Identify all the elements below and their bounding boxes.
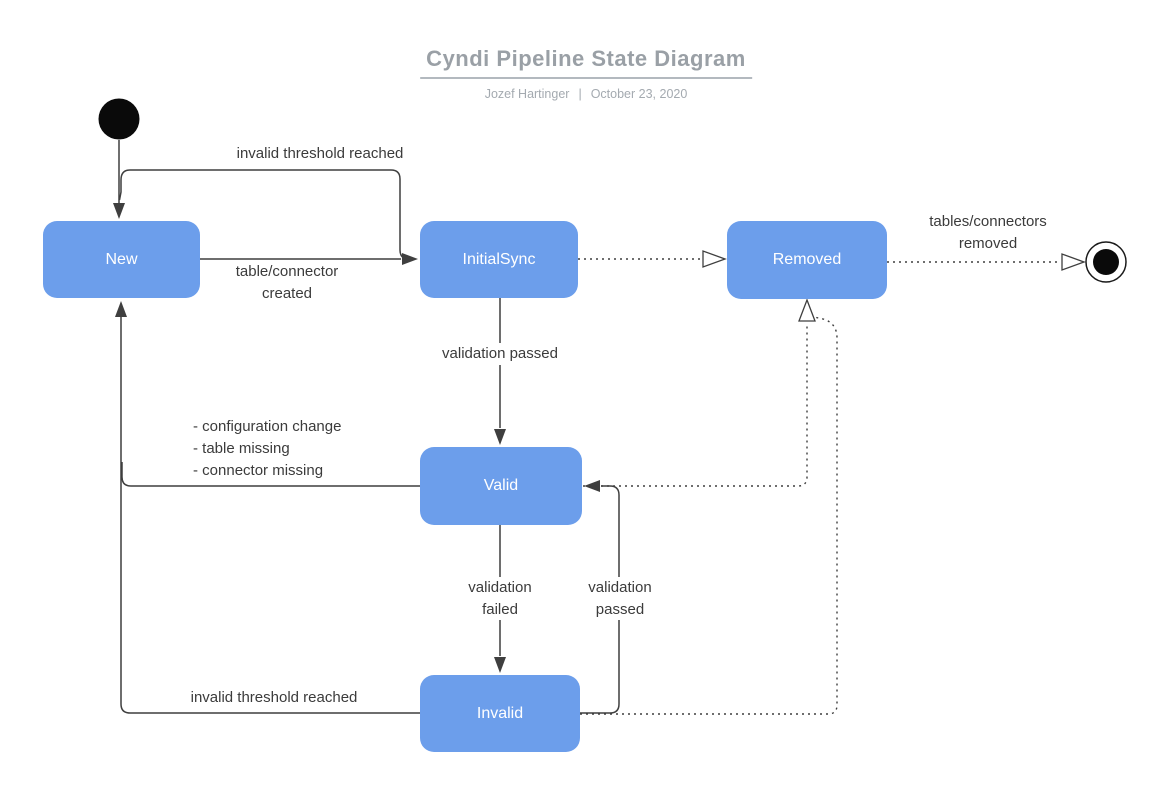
state-valid-label: Valid [483,477,519,494]
edge-invalid-to-removed [580,316,838,715]
edge-label-tables-connectors-removed: tables/connectors removed [926,211,1050,254]
edge-valid-to-new [121,462,420,487]
state-invalid: Invalid [420,675,580,752]
edge-label-validation-failed: validation failed [465,577,535,620]
edge-label-table-connector-created: table/connector created [232,261,342,304]
state-new: New [43,221,200,298]
edge-invalid-to-new [115,301,420,714]
edge-removed-to-final [887,253,1086,271]
initial-state-node [98,98,140,140]
state-initialsync-label: InitialSync [462,250,536,268]
state-valid: Valid [420,447,582,525]
byline-divider: | [578,87,582,101]
edge-label-invalid-threshold-top: invalid threshold reached [233,143,407,165]
edge-label-invalid-threshold-bottom: invalid threshold reached [187,687,361,709]
state-removed: Removed [727,221,887,299]
state-removed-label: Removed [772,251,842,268]
state-new-label: New [105,250,138,268]
edge-label-valid-to-new-reasons: - configuration change - table missing -… [190,416,345,482]
edge-initialsync-to-removed [578,250,727,268]
byline-author: Jozef Hartinger [484,87,570,101]
edge-initial-to-new [113,140,125,219]
state-initialsync: InitialSync [420,221,578,298]
byline-date: October 23, 2020 [590,87,688,101]
edge-label-validation-passed-low: validation passed [585,577,655,620]
edge-label-validation-passed-top: validation passed [439,343,561,365]
edge-initialsync-to-valid [494,298,506,445]
page-title: Cyndi Pipeline State Diagram [420,46,752,79]
byline: Jozef Hartinger | October 23, 2020 [485,87,688,101]
edge-valid-to-removed [583,298,816,487]
state-invalid-label: Invalid [476,704,524,722]
edge-new-to-initialsync [200,253,418,265]
final-state-node [1085,241,1127,283]
